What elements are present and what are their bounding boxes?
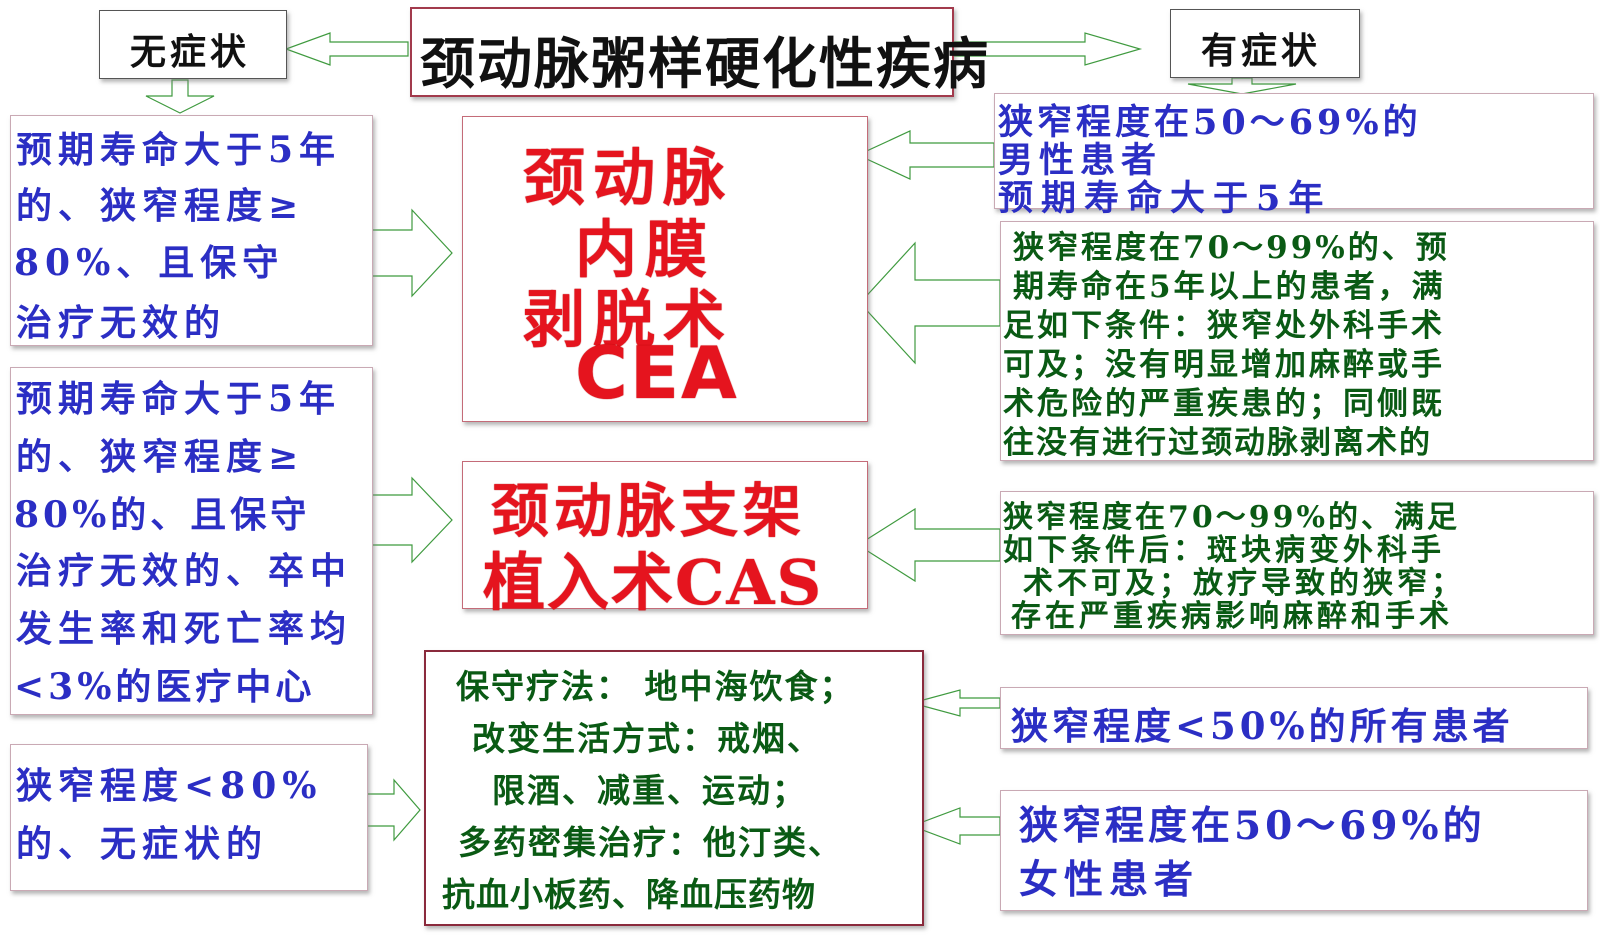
arrow-title-to-asymptomatic: [284, 32, 409, 66]
left2-line-1: 预期寿命大于5年: [16, 378, 342, 420]
cas-line-2: 植入术CAS: [483, 546, 824, 619]
page-title: 颈动脉粥样硬化性疾病: [420, 31, 991, 96]
right3-line-3: 术不可及；放疗导致的狭窄；: [1023, 566, 1465, 601]
asymptomatic-label: 无症状: [130, 31, 251, 73]
arrow-asymptomatic-down: [145, 79, 215, 114]
left2-line-4: 治疗无效的、卒中: [16, 550, 353, 592]
conservative-line-1: 保守疗法： 地中海饮食；: [456, 667, 855, 706]
right2-line-6: 往没有进行过颈动脉剥离术的: [1003, 425, 1432, 461]
cas-line-1: 颈动脉支架: [491, 477, 807, 545]
right-criteria-3: 狭窄程度在70～99%的、满足 如下条件后：斑块病变外科手 术不可及；放疗导致的…: [1000, 491, 1594, 635]
arrow-right5-to-conservative: [910, 807, 1001, 845]
left2-line-6: <3%的医疗中心: [14, 666, 316, 708]
right-criteria-5: 狭窄程度在50～69%的 女性患者: [1000, 790, 1588, 911]
left2-line-2: 的、狭窄程度≥: [16, 436, 305, 478]
cea-line-3: 剥脱术: [523, 283, 734, 356]
right-criteria-1: 狭窄程度在50～69%的 男性患者 预期寿命大于5年: [994, 93, 1594, 219]
right2-line-4: 可及；没有明显增加麻醉或手: [1003, 347, 1445, 383]
right3-line-2: 如下条件后：斑块病变外科手: [1003, 533, 1445, 568]
right5-line-2: 女性患者: [1019, 857, 1200, 903]
cea-box: 颈动脉 内膜 剥脱术 CEA: [462, 116, 868, 422]
arrow-right1-to-cea: [856, 130, 995, 180]
left3-line-1: 狭窄程度<80%: [16, 765, 323, 807]
symptomatic-box: 有症状: [1170, 9, 1360, 78]
cas-box: 颈动脉支架 植入术CAS: [462, 461, 868, 619]
right2-line-5: 术危险的严重疾患的；同侧既: [1003, 386, 1445, 422]
arrow-title-to-symptomatic: [939, 32, 1143, 66]
arrow-right3-to-cas: [856, 507, 1001, 583]
left-criteria-1: 预期寿命大于5年 的、狭窄程度≥ 80%、且保守 治疗无效的: [10, 115, 373, 346]
title-box: 颈动脉粥样硬化性疾病: [410, 7, 988, 97]
left2-line-3: 80%的、且保守: [14, 494, 311, 536]
right2-line-2: 期寿命在5年以上的患者，满: [1013, 269, 1446, 305]
right2-line-1: 狭窄程度在70～99%的、预: [1013, 230, 1450, 266]
left1-line-1: 预期寿命大于5年: [16, 129, 342, 171]
left3-line-2: 的、无症状的: [16, 823, 269, 865]
conservative-line-4: 多药密集治疗：他汀类、: [458, 823, 843, 862]
arrow-symptomatic-down: [1187, 77, 1297, 95]
conservative-line-5: 抗血小板药、降血压药物: [442, 875, 816, 914]
right3-line-1: 狭窄程度在70～99%的、满足: [1003, 500, 1461, 535]
right1-line-1: 狭窄程度在50～69%的: [998, 102, 1422, 143]
right3-line-4: 存在严重疾病影响麻醉和手术: [1011, 599, 1453, 634]
cea-line-1: 颈动脉: [523, 141, 734, 214]
conservative-line-3: 限酒、减重、运动；: [492, 771, 807, 810]
right5-line-1: 狭窄程度在50～69%的: [1019, 803, 1486, 849]
right-criteria-4: 狭窄程度<50%的所有患者: [1000, 687, 1588, 749]
right4-line-1: 狭窄程度<50%的所有患者: [1011, 704, 1514, 748]
conservative-box: 保守疗法： 地中海饮食； 改变生活方式：戒烟、 限酒、减重、运动； 多药密集治疗…: [424, 650, 924, 926]
right1-line-2: 男性患者: [998, 140, 1163, 181]
left1-line-2: 的、狭窄程度≥: [16, 185, 305, 227]
left1-line-4: 治疗无效的: [16, 302, 227, 344]
conservative-line-2: 改变生活方式：戒烟、: [472, 719, 822, 758]
right1-line-3: 预期寿命大于5年: [998, 178, 1332, 219]
symptomatic-label: 有症状: [1201, 30, 1322, 72]
arrow-right2-to-cea: [859, 241, 1001, 365]
right-criteria-2: 狭窄程度在70～99%的、预 期寿命在5年以上的患者，满 足如下条件：狭窄处外科…: [1000, 221, 1594, 461]
cea-line-2: 内膜: [575, 213, 716, 286]
left1-line-3: 80%、且保守: [14, 242, 285, 284]
arrow-right4-to-conservative: [909, 689, 1001, 717]
arrow-left1-to-cea: [371, 208, 453, 298]
asymptomatic-box: 无症状: [99, 10, 287, 79]
left-criteria-2: 预期寿命大于5年 的、狭窄程度≥ 80%的、且保守 治疗无效的、卒中 发生率和死…: [10, 367, 373, 715]
left2-line-5: 发生率和死亡率均: [16, 608, 353, 650]
left-criteria-3: 狭窄程度<80% 的、无症状的: [10, 744, 368, 891]
arrow-left3-to-conservative: [365, 778, 421, 842]
right2-line-3: 足如下条件：狭窄处外科手术: [1003, 308, 1445, 344]
cea-line-4: CEA: [575, 331, 739, 415]
arrow-left2-to-cas: [371, 476, 453, 564]
